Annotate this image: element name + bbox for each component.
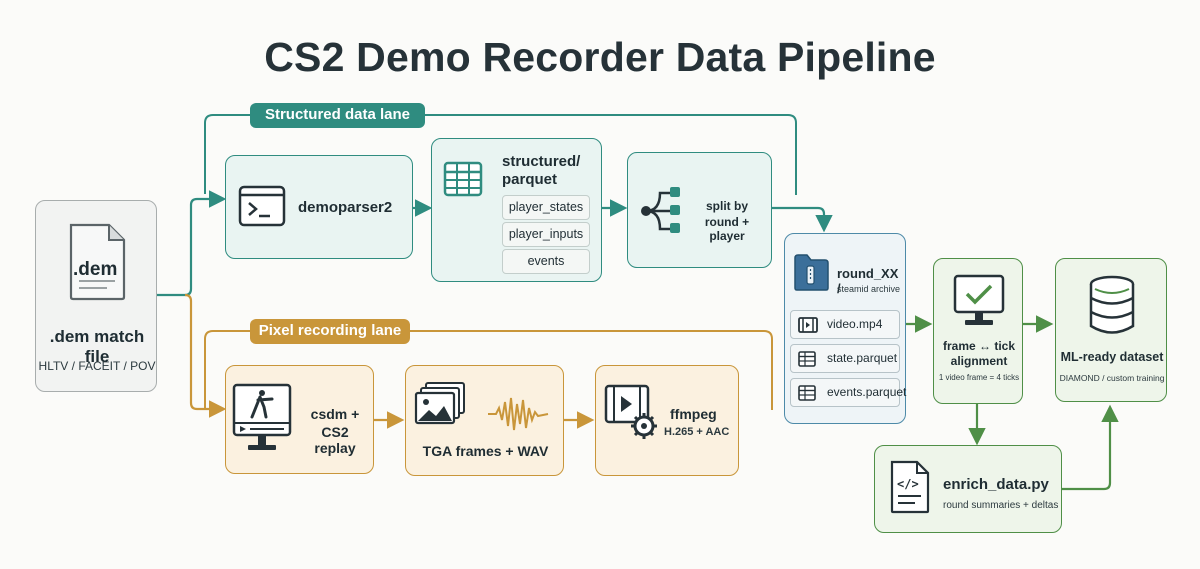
page-title: CS2 Demo Recorder Data Pipeline	[264, 34, 936, 80]
pixel-lane-outline	[204, 330, 773, 410]
frames-node: TGA frames + WAV	[405, 365, 564, 476]
file-events: events.parquet	[790, 378, 906, 407]
enrich-node: </> enrich_data.py round summaries + del…	[874, 445, 1062, 533]
demoparser-node: demoparser2	[225, 155, 413, 259]
table-file-icon	[798, 351, 816, 367]
image-stack-icon	[414, 382, 465, 425]
arrow-split-to-archive	[772, 206, 833, 233]
document-icon	[69, 223, 126, 301]
alignment-sub: 1 video frame = 4 ticks	[938, 373, 1020, 382]
dataset-label: ML-ready dataset	[1060, 350, 1164, 364]
source-dem-node: .dem .dem match file HLTV / FACEIT / POV	[35, 200, 157, 392]
database-icon	[1089, 275, 1135, 334]
round-archive-node: round_XX / steamid archive video.mp4 sta…	[784, 233, 906, 424]
enrich-label: enrich_data.py	[943, 476, 1049, 493]
file-events-label: events.parquet	[827, 385, 907, 399]
parquet-node: structured/ parquet player_states player…	[431, 138, 602, 282]
file-video-label: video.mp4	[827, 317, 883, 331]
table-chip-player-states: player_states	[502, 195, 590, 220]
zip-folder-icon	[794, 254, 829, 291]
arrow-enrich-to-dataset	[1062, 404, 1119, 491]
structured-lane-label: Structured data lane	[250, 103, 425, 128]
ffmpeg-node: ffmpeg H.265 + AAC	[595, 365, 739, 476]
dem-icon-text: .dem	[73, 259, 118, 280]
svg-text:</>: </>	[897, 477, 919, 491]
table-icon	[443, 161, 483, 197]
ffmpeg-sub: H.265 + AAC	[664, 426, 730, 438]
alignment-node: frame ↔ tick alignment 1 video frame = 4…	[933, 258, 1023, 404]
dataset-node: ML-ready dataset DIAMOND / custom traini…	[1055, 258, 1167, 402]
archive-title: round_XX /	[837, 266, 899, 296]
archive-sub: steamid archive	[837, 284, 901, 294]
csdm-line1: csdm +	[310, 406, 360, 422]
split-line2: round + player	[704, 215, 750, 243]
split-node: split by round + player	[627, 152, 772, 268]
file-state: state.parquet	[790, 344, 900, 373]
parquet-label-line1: structured/	[502, 153, 581, 170]
parquet-label-line2: parquet	[502, 171, 558, 188]
demoparser-label: demoparser2	[298, 199, 393, 216]
table-chip-events: events	[502, 249, 590, 274]
dataset-sub: DIAMOND / custom training	[1059, 373, 1165, 383]
structured-lane-outline	[204, 114, 797, 195]
alignment-line2: alignment	[950, 354, 1008, 368]
frames-label: TGA frames + WAV	[422, 443, 549, 459]
check-monitor-icon	[953, 274, 1005, 325]
file-state-label: state.parquet	[827, 351, 898, 365]
ffmpeg-label: ffmpeg	[670, 406, 717, 422]
code-file-icon: </>	[890, 460, 930, 514]
terminal-icon	[238, 185, 286, 227]
source-sub: HLTV / FACEIT / POV	[38, 359, 156, 373]
source-label: .dem match file	[49, 327, 145, 366]
alignment-line1: frame ↔ tick	[942, 339, 1016, 353]
branch-split-icon	[641, 187, 680, 233]
arrow-source-to-demoparser	[157, 190, 227, 297]
monitor-player-icon	[232, 383, 292, 450]
table-chip-player-inputs: player_inputs	[502, 222, 590, 247]
enrich-sub: round summaries + deltas	[943, 500, 1059, 511]
file-video: video.mp4	[790, 310, 900, 339]
csdm-node: csdm + CS2 replay	[225, 365, 374, 474]
video-gear-icon	[604, 384, 657, 439]
pixel-lane-label: Pixel recording lane	[250, 319, 410, 344]
video-file-icon	[798, 317, 818, 333]
audio-wave-icon	[488, 397, 549, 431]
arrow-source-to-csdm	[184, 293, 227, 418]
csdm-line2: CS2 replay	[314, 424, 356, 456]
table-file-icon	[798, 385, 816, 401]
split-line1: split by	[705, 199, 748, 213]
